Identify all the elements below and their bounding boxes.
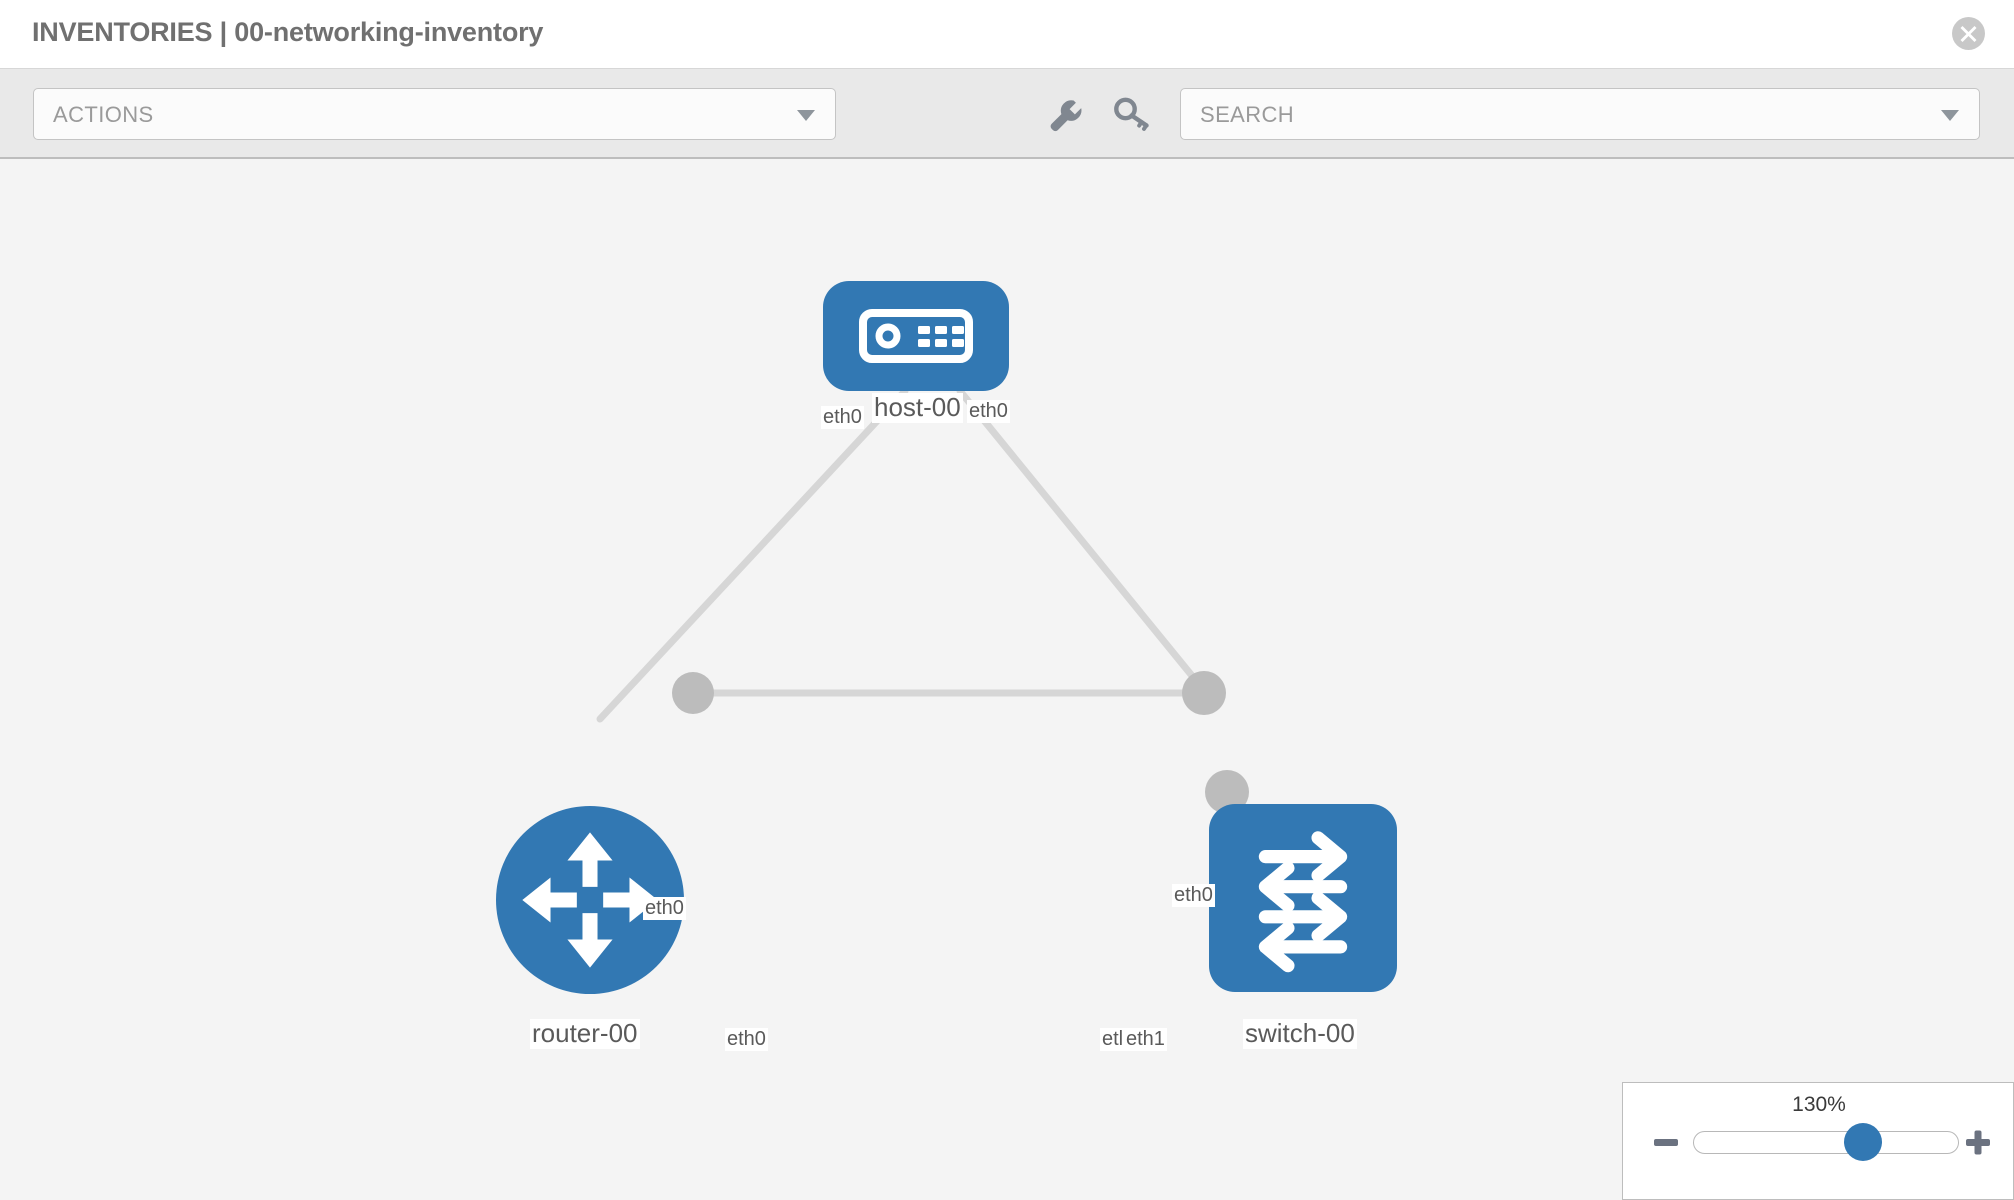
wrench-icon[interactable]: [1042, 92, 1086, 136]
page-header: INVENTORIES | 00-networking-inventory: [0, 0, 2014, 69]
node-label-switch-00: switch-00: [1243, 1018, 1357, 1049]
iface-label-host00-switch00: eth0: [967, 400, 1010, 423]
connector-router00-right: [672, 672, 714, 714]
chevron-down-icon: [797, 110, 815, 121]
router-arrows-icon: [522, 832, 658, 968]
node-label-router-00: router-00: [530, 1018, 640, 1049]
node-switch-00[interactable]: [1209, 804, 1397, 992]
iface-label-switch00-host00: eth0: [1172, 884, 1215, 907]
zoom-slider-track[interactable]: [1693, 1131, 1959, 1154]
close-icon[interactable]: [1952, 17, 1985, 50]
plus-icon[interactable]: [1963, 1127, 1993, 1157]
node-host-00[interactable]: [823, 281, 1009, 391]
iface-label-switch00-router00: eth1: [1124, 1028, 1167, 1051]
iface-label-router00-host00: eth0: [643, 897, 686, 920]
zoom-control-panel: 130%: [1622, 1082, 2014, 1200]
key-icon[interactable]: [1110, 92, 1154, 136]
iface-label-host00-router00: eth0: [821, 406, 864, 429]
node-label-host-00: host-00: [872, 392, 963, 423]
iface-label-switch00-partial: etl: [1100, 1028, 1126, 1051]
zoom-level-label: 130%: [1792, 1093, 1846, 1116]
actions-dropdown-label: ACTIONS: [53, 102, 154, 127]
link-host00-router00: [596, 387, 909, 723]
connector-switch00-left: [1182, 671, 1226, 715]
search-placeholder: SEARCH: [1200, 102, 1295, 127]
link-host00-switch00: [956, 387, 1219, 708]
zoom-slider-thumb[interactable]: [1844, 1123, 1882, 1161]
chevron-down-icon: [1941, 110, 1959, 121]
switch-arrows-icon: [1258, 831, 1348, 973]
iface-label-router00-switch00: eth0: [725, 1028, 768, 1051]
topology-canvas[interactable]: host-00 eth0 eth0 router-00 eth0 eth0: [0, 159, 2014, 1200]
page-title: INVENTORIES | 00-networking-inventory: [32, 17, 544, 47]
actions-dropdown[interactable]: ACTIONS: [33, 88, 836, 140]
search-input[interactable]: SEARCH: [1180, 88, 1980, 140]
server-icon: [859, 309, 973, 363]
topology-links: [596, 387, 1219, 723]
toolbar: ACTIONS SEARCH: [0, 69, 2014, 159]
minus-icon[interactable]: [1651, 1127, 1681, 1157]
node-router-00[interactable]: [496, 806, 684, 994]
